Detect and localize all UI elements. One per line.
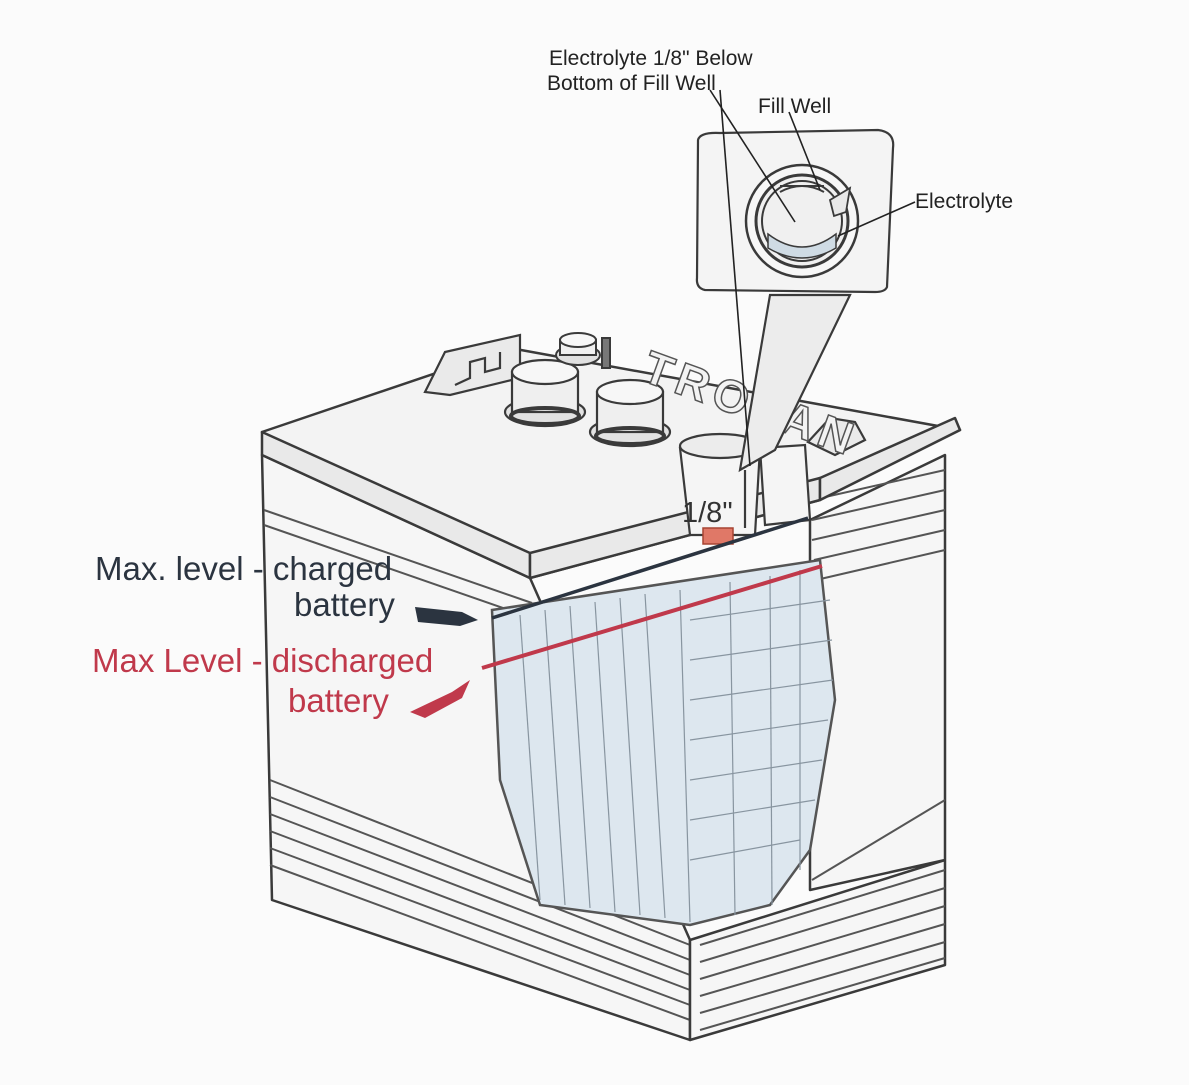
eighth-inch-label: 1/8": [682, 497, 733, 529]
fill-level-label-line1: Electrolyte 1/8" Below: [549, 47, 753, 70]
discharged-level-label-line2: battery: [288, 682, 389, 719]
charged-level-label-line1: Max. level - charged: [95, 550, 392, 587]
vent-cap-1: [505, 360, 585, 426]
fill-well-label: Fill Well: [758, 95, 831, 118]
electrolyte-label: Electrolyte: [915, 190, 1013, 213]
charged-level-label-line2: battery: [294, 586, 395, 623]
terminal-post: [556, 333, 610, 368]
fill-level-label-line2: Bottom of Fill Well: [547, 72, 716, 95]
discharged-level-label-line1: Max Level - discharged: [92, 642, 433, 679]
